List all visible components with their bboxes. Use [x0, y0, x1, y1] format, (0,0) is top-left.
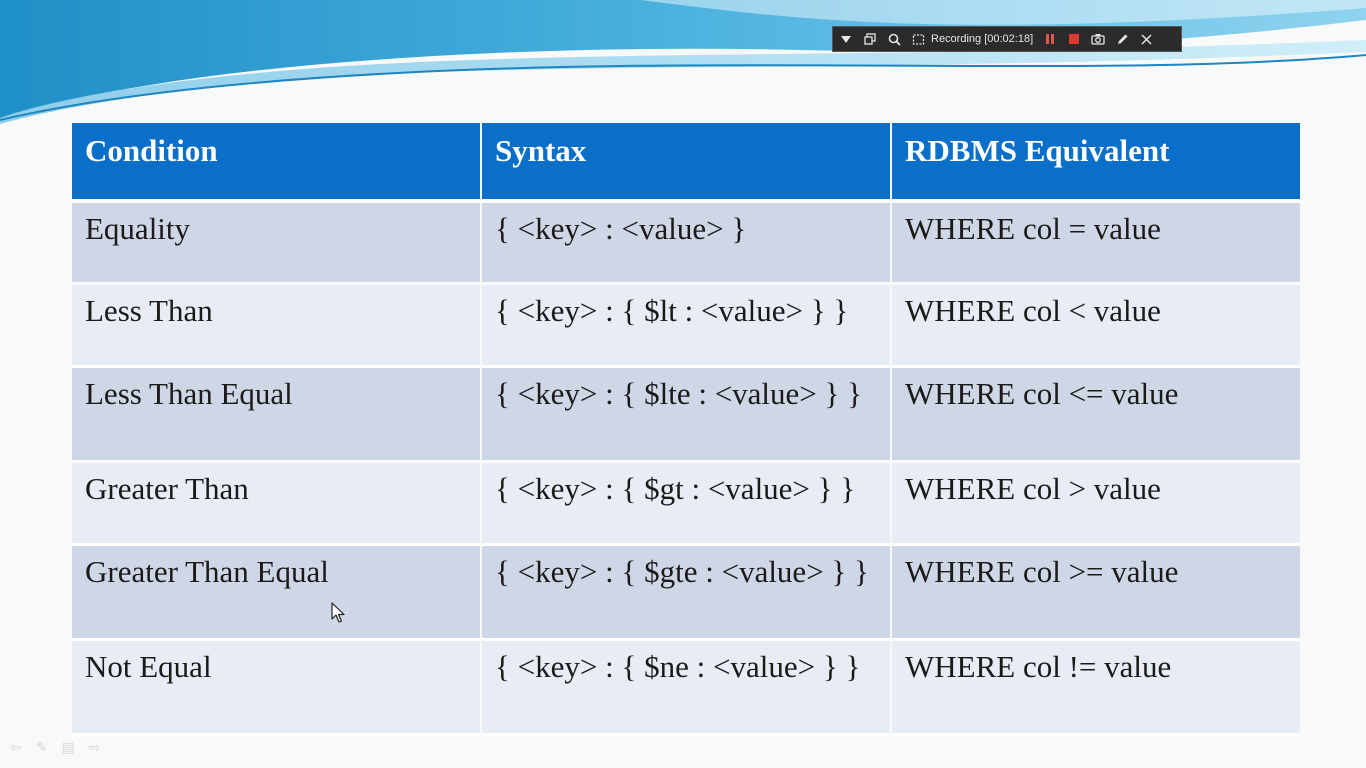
slide-navigation: ⇦ ✎ ▤ ⇨ [10, 740, 100, 756]
syntax-cell: { <key> : { $gt : <value> } } [482, 463, 890, 546]
header-rdbms-equivalent: RDBMS Equivalent [892, 123, 1300, 203]
dropdown-arrow-icon[interactable] [839, 32, 853, 46]
header-syntax: Syntax [482, 123, 890, 203]
header-wave-decoration [0, 0, 1366, 124]
table-row: Not Equal { <key> : { $ne : <value> } } … [72, 641, 1300, 736]
comparison-operators-table: Condition Syntax RDBMS Equivalent Equali… [70, 123, 1302, 736]
syntax-cell: { <key> : { $gte : <value> } } [482, 546, 890, 641]
close-icon[interactable] [1139, 32, 1153, 46]
rdbms-cell: WHERE col > value [892, 463, 1300, 546]
table-row: Equality { <key> : <value> } WHERE col =… [72, 203, 1300, 285]
rdbms-cell: WHERE col <= value [892, 368, 1300, 463]
previous-slide-icon[interactable]: ⇦ [10, 740, 22, 756]
header-condition: Condition [72, 123, 480, 203]
syntax-cell: { <key> : { $lte : <value> } } [482, 368, 890, 463]
rdbms-cell: WHERE col != value [892, 641, 1300, 736]
window-restore-icon[interactable] [863, 32, 877, 46]
table-header-row: Condition Syntax RDBMS Equivalent [72, 123, 1300, 203]
next-slide-icon[interactable]: ⇨ [88, 740, 101, 756]
rdbms-cell: WHERE col < value [892, 285, 1300, 368]
table-row: Greater Than Equal { <key> : { $gte : <v… [72, 546, 1300, 641]
syntax-cell: { <key> : <value> } [482, 203, 890, 285]
condition-cell: Less Than Equal [72, 368, 480, 463]
syntax-cell: { <key> : { $lt : <value> } } [482, 285, 890, 368]
table-row: Less Than { <key> : { $lt : <value> } } … [72, 285, 1300, 368]
mouse-cursor-icon [331, 602, 345, 623]
condition-cell: Greater Than [72, 463, 480, 546]
rdbms-cell: WHERE col >= value [892, 546, 1300, 641]
search-icon[interactable] [887, 32, 901, 46]
pen-tool-icon[interactable]: ✎ [35, 740, 48, 756]
condition-cell: Not Equal [72, 641, 480, 736]
pen-icon[interactable] [1115, 32, 1129, 46]
pause-icon[interactable] [1043, 32, 1057, 46]
recording-toolbar: Recording [00:02:18] [832, 26, 1182, 52]
table-row: Greater Than { <key> : { $gt : <value> }… [72, 463, 1300, 546]
rdbms-cell: WHERE col = value [892, 203, 1300, 285]
condition-cell: Equality [72, 203, 480, 285]
select-region-icon[interactable] [911, 32, 925, 46]
table-row: Less Than Equal { <key> : { $lte : <valu… [72, 368, 1300, 463]
condition-cell: Less Than [72, 285, 480, 368]
condition-cell: Greater Than Equal [72, 546, 480, 641]
camera-icon[interactable] [1091, 32, 1105, 46]
syntax-cell: { <key> : { $ne : <value> } } [482, 641, 890, 736]
stop-icon[interactable] [1067, 32, 1081, 46]
slide-menu-icon[interactable]: ▤ [61, 740, 75, 756]
recording-status-label: Recording [00:02:18] [931, 33, 1034, 45]
